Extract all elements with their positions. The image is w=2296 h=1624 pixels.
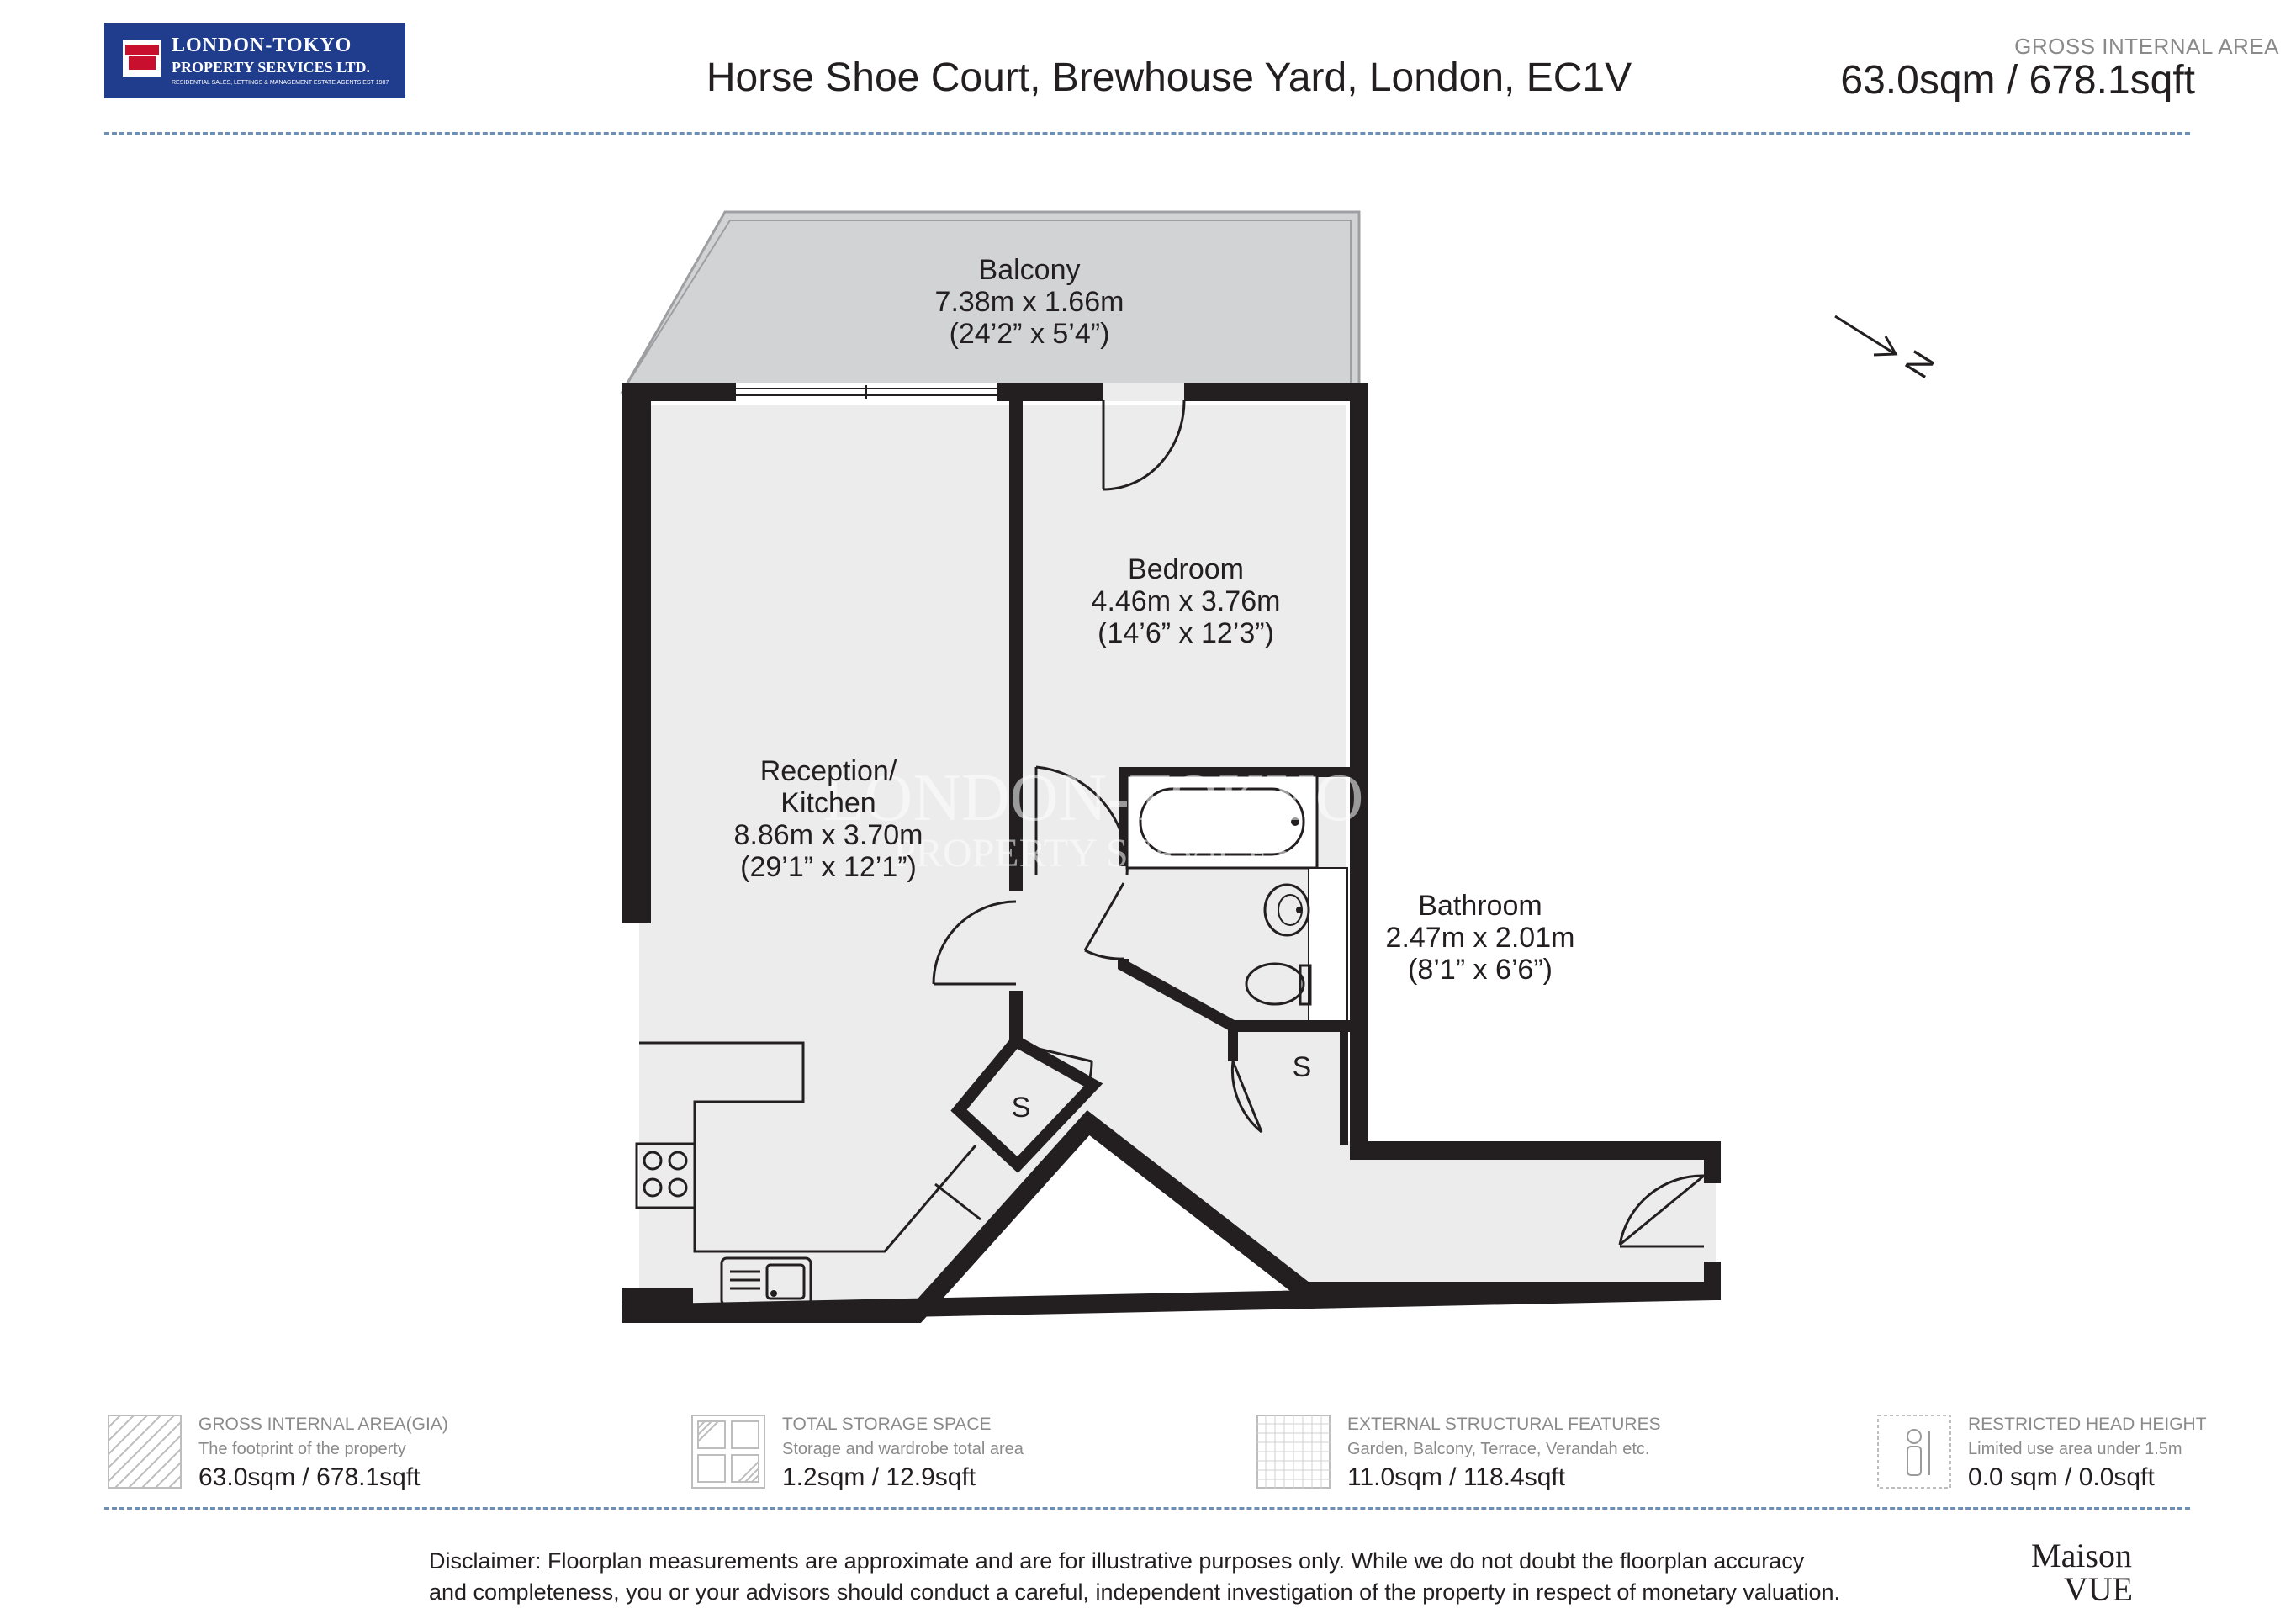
bedroom-name: Bedroom — [1128, 553, 1244, 585]
logo-name: LONDON-TOKYO — [172, 34, 352, 56]
property-address: Horse Shoe Court, Brewhouse Yard, London… — [706, 56, 1632, 100]
legend-subtitle: Limited use area under 1.5m — [1968, 1440, 2182, 1458]
brand-line-2: VUE — [2063, 1570, 2134, 1608]
legend-subtitle: Garden, Balcony, Terrace, Verandah etc. — [1347, 1440, 1650, 1458]
storage-1-walls — [950, 1034, 1103, 1173]
reception-door — [932, 900, 1017, 986]
bedroom-door — [1102, 399, 1186, 491]
disclaimer-line-1: Disclaimer: Floorplan measurements are a… — [429, 1548, 1805, 1574]
bathroom-imperial: (8’1” x 6’6”) — [1408, 954, 1553, 986]
basin-icon — [1263, 883, 1310, 937]
hatch-icon — [108, 1415, 182, 1489]
bathroom-vanity — [1308, 867, 1348, 1022]
disclaimer-line-2: and completeness, you or your advisors s… — [429, 1579, 1840, 1605]
entrance-jamb-bottom — [1704, 1262, 1721, 1300]
company-logo: LONDON-TOKYO PROPERTY SERVICES LTD. RESI… — [104, 23, 405, 98]
storage-pattern-icon — [691, 1415, 765, 1489]
bedroom-balcony-opening — [1103, 383, 1184, 401]
reception-name: Reception/ — [760, 755, 897, 787]
bathroom-metric: 2.47m x 2.01m — [1386, 922, 1575, 954]
legend-divider — [104, 1507, 2190, 1510]
bathroom-name: Bathroom — [1418, 890, 1542, 922]
balcony-railing — [622, 220, 1352, 393]
hob-icon — [635, 1142, 696, 1209]
north-arrow-icon: N — [1834, 315, 1943, 385]
disclaimer: Disclaimer: Floorplan measurements are a… — [429, 1546, 2111, 1608]
balcony-name: Balcony — [979, 254, 1081, 286]
north-label: N — [1898, 345, 1943, 385]
storage-2-door — [1230, 1061, 1263, 1134]
reception-metric: 8.86m x 3.70m — [734, 819, 923, 851]
header-divider — [104, 132, 2190, 135]
balcony-imperial: (24’2” x 5’4”) — [950, 318, 1110, 350]
entrance-jamb-top — [1704, 1141, 1721, 1183]
grid-icon — [1256, 1415, 1331, 1489]
balcony-metric: 7.38m x 1.66m — [935, 286, 1124, 318]
logo-tagline: RESIDENTIAL SALES, LETTINGS & MANAGEMENT… — [172, 80, 389, 86]
crest-icon — [123, 40, 161, 77]
bedroom-metric: 4.46m x 3.76m — [1092, 585, 1281, 617]
person-icon — [1877, 1415, 1951, 1489]
wall-bathroom-diagonal — [1118, 959, 1359, 1032]
bedroom-imperial: (14’6” x 12’3”) — [1098, 617, 1274, 649]
gia-label: GROSS INTERNAL AREA — [2014, 34, 2279, 59]
legend-title: GROSS INTERNAL AREA(GIA) — [198, 1415, 448, 1434]
toilet-icon — [1245, 962, 1312, 1006]
legend-value: 1.2sqm / 12.9sqft — [782, 1463, 976, 1491]
reception-imperial: (29’1” x 12’1”) — [740, 851, 917, 883]
wall-base — [622, 1288, 693, 1315]
kitchen-counter — [639, 1041, 977, 1253]
bathroom-door — [1083, 882, 1125, 960]
legend-subtitle: The footprint of the property — [198, 1440, 406, 1458]
gia-value: 63.0sqm / 678.1sqft — [1840, 58, 2195, 103]
legend-title: TOTAL STORAGE SPACE — [782, 1415, 992, 1434]
bath-icon — [1125, 774, 1319, 870]
sink-icon — [720, 1256, 812, 1307]
legend-subtitle: Storage and wardrobe total area — [782, 1440, 1024, 1458]
reception-name-2: Kitchen — [780, 787, 876, 819]
legend-title: RESTRICTED HEAD HEIGHT — [1968, 1415, 2207, 1434]
storage-1-door — [1027, 1045, 1093, 1101]
left-pier — [622, 392, 651, 923]
brand-line-1: Maison — [2031, 1537, 2132, 1574]
storage-2-label: S — [1293, 1051, 1312, 1083]
logo-subtitle: PROPERTY SERVICES LTD. — [172, 59, 370, 76]
legend-value: 63.0sqm / 678.1sqft — [198, 1463, 421, 1491]
legend-title: EXTERNAL STRUCTURAL FEATURES — [1347, 1415, 1661, 1434]
legend-value: 11.0sqm / 118.4sqft — [1347, 1463, 1566, 1491]
watermark-line2: PROPERTY SERVICES — [893, 831, 1293, 875]
watermark-line1: LONDON-TOKYO — [823, 761, 1364, 835]
storage-1-label: S — [1012, 1092, 1031, 1124]
maison-vue-logo: Maison VUE — [2002, 1539, 2161, 1606]
entrance-door — [1618, 1174, 1705, 1248]
legend-value: 0.0 sqm / 0.0sqft — [1968, 1463, 2155, 1491]
